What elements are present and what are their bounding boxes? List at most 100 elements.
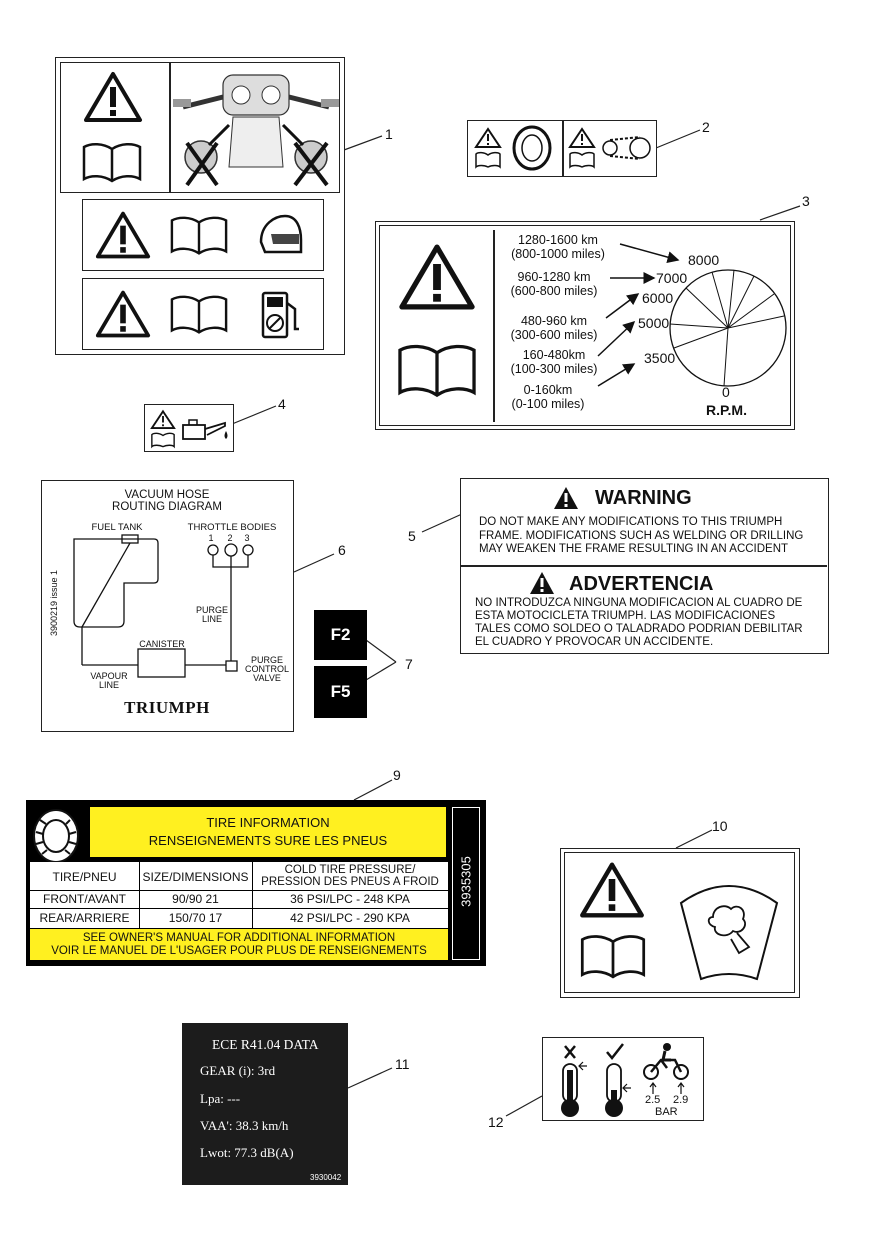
callout-5: 5	[408, 528, 416, 544]
motorcycle-rider-icon	[643, 1043, 689, 1080]
warning-triangle-icon	[95, 290, 151, 338]
label-1-helmet-warnings	[55, 57, 345, 355]
tb-3: 3	[244, 533, 250, 543]
range-2-miles: (600-800 miles)	[510, 284, 598, 298]
rpm-dial-diagram	[597, 243, 787, 387]
warning-line-3: MAY WEAKEN THE FRAME RESULTING IN AN ACC…	[479, 543, 789, 555]
vacuum-title-2: ROUTING DIAGRAM	[112, 501, 222, 513]
pressure-front: 2.5	[645, 1094, 661, 1106]
label-10-screen-cleaning	[560, 848, 800, 998]
row-rear-pressure: 42 PSI/LPC - 290 KPA	[290, 911, 410, 925]
rpm-0: 0	[722, 384, 730, 400]
label-1-top-panel	[60, 62, 340, 193]
fuse-label-f2: F2	[314, 610, 367, 660]
advertencia-line-2: ESTA MOTOCICLETA TRIUMPH. LAS MODIFICACI…	[475, 610, 776, 622]
row-rear-tire: REAR/ARRIERE	[39, 911, 130, 925]
purge-line-label-1: PURGE	[195, 605, 228, 615]
manual-book-icon	[398, 344, 476, 398]
manual-book-icon	[82, 143, 142, 183]
col-pressure-header-2: PRESSION DES PNEUS A FROID	[261, 876, 439, 888]
label-6-vacuum-hose-diagram: VACUUM HOSE ROUTING DIAGRAM FUEL TANK TH…	[41, 480, 294, 732]
windscreen-cleaning-icon	[679, 885, 779, 981]
warning-line-1: DO NOT MAKE ANY MODIFICATIONS TO THIS TR…	[479, 516, 783, 528]
rpm-6000: 6000	[642, 290, 674, 306]
range-1-km: 1280-1600 km	[518, 233, 598, 247]
thermometer-cold-icon	[605, 1043, 631, 1117]
warning-manual-icon	[150, 409, 176, 449]
purge-valve-label-1: PURGE	[250, 655, 283, 665]
callout-10: 10	[712, 818, 728, 834]
oil-can-icon	[182, 419, 228, 440]
callout-3: 3	[802, 193, 810, 209]
tire-part-number: 3935305	[458, 856, 474, 907]
pressure-rear: 2.9	[673, 1094, 689, 1106]
label-11-ece-data: ECE R41.04 DATA GEAR (i): 3rd Lpa: --- V…	[182, 1023, 348, 1185]
helmet-icon	[259, 214, 303, 254]
throttle-bodies-label: THROTTLE BODIES	[187, 522, 277, 533]
warning-line-2: FRAME. MODIFICATIONS SUCH AS WELDING OR …	[479, 530, 804, 542]
fuel-tank-label: FUEL TANK	[91, 522, 143, 533]
vacuum-side-code: 3900219 issue 1	[49, 569, 59, 637]
callout-1: 1	[385, 126, 393, 142]
pressure-unit: BAR	[655, 1106, 678, 1118]
label-1-mid-panel	[82, 199, 324, 271]
motorcycle-handlebar-helmet-icon	[173, 74, 339, 187]
tb-1: 1	[208, 533, 214, 543]
callout-12: 12	[488, 1114, 504, 1130]
manual-book-icon	[170, 216, 228, 255]
vapour-line-label-2: LINE	[98, 680, 119, 690]
range-3-miles: (300-600 miles)	[510, 328, 598, 342]
row-front-size: 90/90 21	[172, 892, 219, 906]
label-1-bottom-panel	[82, 278, 324, 350]
advertencia-line-3: TALES COMO SOLDEO O TALADRADO PODRIAN DE…	[475, 623, 803, 635]
col-size-header: SIZE/DIMENSIONS	[142, 870, 249, 884]
manual-book-icon	[170, 295, 228, 334]
range-2-km: 960-1280 km	[517, 270, 591, 284]
tire-footer-en: SEE OWNER'S MANUAL FOR ADDITIONAL INFORM…	[82, 932, 396, 944]
tire-header-en: TIRE INFORMATION	[206, 815, 330, 830]
callout-6: 6	[338, 542, 346, 558]
range-3-km: 480-960 km	[520, 314, 587, 328]
purge-valve-label-3: VALVE	[253, 673, 281, 683]
label-9-tire-information: TIRE INFORMATION RENSEIGNEMENTS SURE LES…	[26, 800, 486, 966]
thermometer-hot-icon	[561, 1045, 587, 1117]
callout-4: 4	[278, 396, 286, 412]
pressure-arrows-icon	[649, 1082, 685, 1094]
advertencia-line-1: NO INTRODUZCA NINGUNA MODIFICACION AL CU…	[475, 597, 803, 609]
row-front-pressure: 36 PSI/LPC - 248 KPA	[290, 892, 410, 906]
tire-icon	[33, 809, 79, 863]
ece-lwot: Lwot: 77.3 dB(A)	[200, 1145, 294, 1160]
purge-valve-label-2: CONTROL	[244, 664, 289, 674]
rpm-5000: 5000	[638, 315, 670, 331]
callout-7: 7	[405, 656, 413, 672]
callout-9: 9	[393, 767, 401, 783]
warning-manual-icon	[568, 127, 596, 169]
rpm-7000: 7000	[656, 270, 688, 286]
rpm-8000: 8000	[688, 252, 720, 268]
ece-vaa: VAA': 38.3 km/h	[200, 1118, 289, 1133]
label-4-oil-warning	[144, 404, 234, 452]
range-4-km: 160-480km	[522, 348, 586, 362]
range-4-miles: (100-300 miles)	[510, 362, 598, 376]
tire-header-fr: RENSEIGNEMENTS SURE LES PNEUS	[148, 833, 388, 848]
col-tire-header: TIRE/PNEU	[52, 870, 117, 884]
purge-line-label-2: LINE	[201, 614, 222, 624]
label-3-running-in-rpm: 1280-1600 km (800-1000 miles) 960-1280 k…	[375, 221, 795, 430]
row-rear-size: 150/70 17	[168, 911, 223, 925]
rpm-unit: R.P.M.	[706, 402, 747, 418]
warning-triangle-icon	[554, 487, 578, 509]
canister-label: CANISTER	[139, 639, 185, 649]
row-front-tire: FRONT/AVANT	[43, 892, 126, 906]
manual-book-icon	[580, 935, 646, 979]
warning-title: WARNING	[595, 487, 692, 509]
label-2-chain-tire-warning	[467, 120, 657, 177]
warning-manual-icon	[474, 127, 502, 169]
triumph-logo: TRIUMPH	[124, 698, 210, 717]
ece-lpa: Lpa: ---	[200, 1091, 241, 1106]
tb-2: 2	[227, 533, 233, 543]
fuel-pump-no-leaded-icon	[261, 291, 299, 339]
label-12-tire-pressure: 2.5 2.9 BAR	[542, 1037, 704, 1121]
range-5-km: 0-160km	[523, 383, 573, 397]
warning-triangle-icon	[530, 572, 554, 594]
